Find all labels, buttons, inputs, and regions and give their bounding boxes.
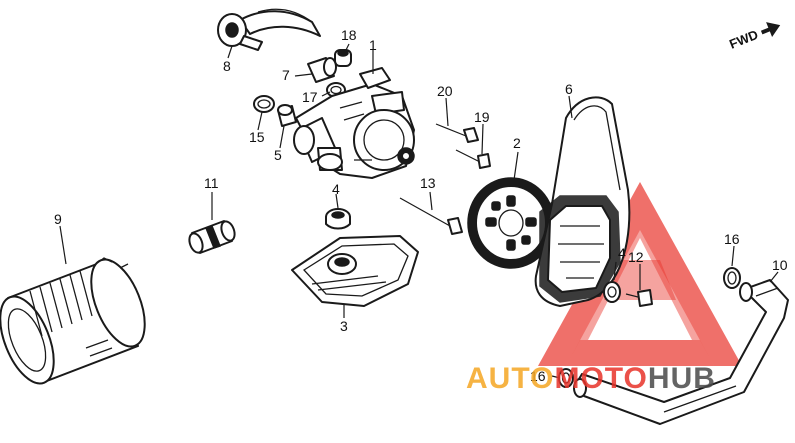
- callout-20: 20: [437, 83, 453, 99]
- oil-strainer-part[interactable]: [291, 235, 419, 307]
- oil-pipe-10-part[interactable]: [573, 279, 789, 425]
- watermark-part-moto: MOTO: [554, 362, 647, 395]
- callout-19: 19: [474, 109, 490, 125]
- callout-16-upper: 16: [724, 231, 740, 247]
- collar-part[interactable]: [307, 57, 337, 83]
- callout-6: 6: [565, 81, 573, 97]
- callout-12: 12: [628, 249, 644, 265]
- callout-5: 5: [274, 147, 282, 163]
- bolt-13-part[interactable]: [399, 197, 463, 235]
- watermark: AUTOMOTOHUB: [466, 362, 716, 395]
- forward-direction-marker: FWD: [727, 22, 781, 52]
- callout-13: 13: [420, 175, 436, 191]
- callout-18: 18: [341, 27, 357, 43]
- callout-9: 9: [54, 211, 62, 227]
- washer-part[interactable]: [603, 281, 621, 303]
- collar-5-part[interactable]: [277, 104, 297, 127]
- fwd-label: FWD: [727, 27, 760, 52]
- sprocket-part[interactable]: [467, 177, 555, 269]
- callout-11: 11: [204, 175, 219, 191]
- bolt-19-part[interactable]: [455, 149, 491, 169]
- svg-text:AUTOMOTOHUB: AUTOMOTOHUB: [466, 362, 716, 395]
- callout-4-center: 4: [332, 181, 340, 197]
- leader-lines: [59, 43, 779, 379]
- callout-16-lower: 16: [530, 368, 546, 384]
- watermark-part-hub: HUB: [648, 362, 716, 395]
- callout-3: 3: [340, 318, 348, 334]
- oil-pump-assembly-part[interactable]: [293, 67, 415, 179]
- bolt-20-part[interactable]: [435, 123, 479, 143]
- callout-8: 8: [223, 58, 231, 74]
- bolt-12-part[interactable]: [625, 289, 653, 307]
- callout-7: 7: [282, 67, 290, 83]
- arrow-icon: [760, 22, 781, 37]
- seal-part[interactable]: [325, 208, 351, 230]
- callout-4-right: 4: [618, 245, 626, 261]
- callout-15: 15: [249, 129, 265, 145]
- callout-10: 10: [772, 257, 788, 273]
- o-ring-15-part[interactable]: [253, 95, 275, 113]
- oil-pipe-part[interactable]: [217, 8, 321, 51]
- oil-filter-part[interactable]: [0, 252, 156, 391]
- dowel-pipe-part[interactable]: [187, 220, 237, 255]
- watermark-part-auto: AUTO: [466, 362, 554, 395]
- o-ring-16-upper-part[interactable]: [723, 267, 741, 289]
- drive-chain-part[interactable]: [534, 96, 631, 307]
- callout-2: 2: [513, 135, 521, 151]
- callout-1: 1: [369, 37, 377, 53]
- dowel-pin-part[interactable]: [334, 49, 352, 67]
- callout-17: 17: [302, 89, 318, 105]
